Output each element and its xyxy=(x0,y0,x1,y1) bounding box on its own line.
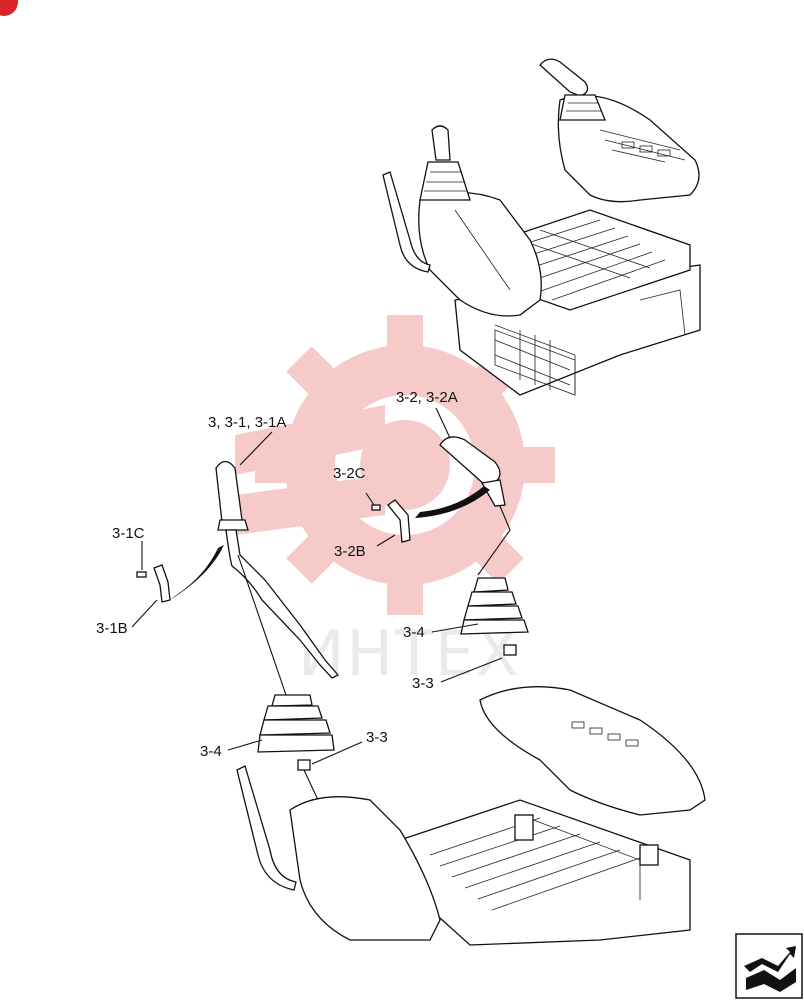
callout-3-3-right: 3-3 xyxy=(412,675,434,692)
bent-arrow-nav-icon[interactable] xyxy=(735,933,803,999)
callout-3-1c: 3-1C xyxy=(112,525,145,542)
right-lever-grip xyxy=(439,436,506,507)
callout-3-2c: 3-2C xyxy=(333,465,366,482)
callout-3-4-left: 3-4 xyxy=(200,743,222,760)
left-arrow xyxy=(170,545,224,600)
callout-3-2b: 3-2B xyxy=(334,543,366,560)
left-boot xyxy=(257,694,335,753)
callout-3-1b: 3-1B xyxy=(96,620,128,637)
callout-3-3-left: 3-3 xyxy=(366,729,388,746)
callout-3-3-1-3-1a: 3, 3-1, 3-1A xyxy=(208,414,286,431)
upper-seat-assembly xyxy=(382,58,701,396)
left-nut xyxy=(297,759,311,771)
lower-seat-assembly xyxy=(236,644,706,946)
left-lever-grip xyxy=(215,460,340,679)
callout-3-4-right: 3-4 xyxy=(403,624,425,641)
corner-badge-icon xyxy=(0,0,18,16)
right-small-parts xyxy=(371,499,411,543)
right-arrow xyxy=(415,486,490,518)
left-small-parts xyxy=(136,564,171,603)
callout-3-2-3-2a: 3-2, 3-2A xyxy=(396,389,458,406)
